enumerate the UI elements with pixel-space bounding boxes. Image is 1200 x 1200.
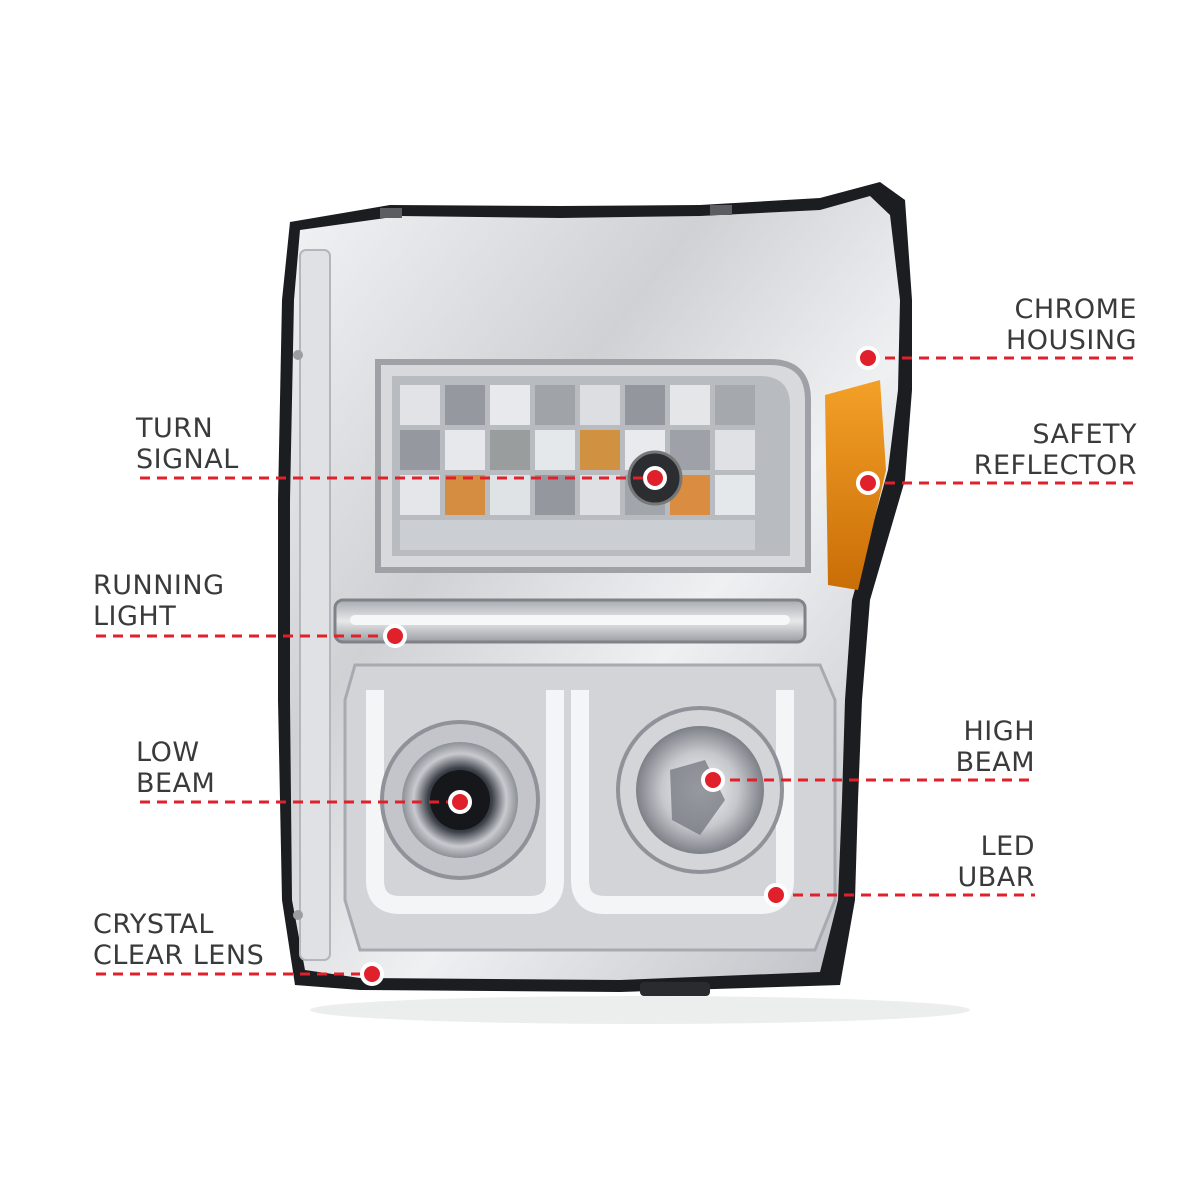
label-line: LED [980, 831, 1035, 862]
chrome-housing-label: CHROME HOUSING [930, 294, 1137, 356]
crystal-clear-lens-label: CRYSTAL CLEAR LENS [93, 909, 264, 971]
label-line: TURN [136, 413, 214, 444]
low-beam-label: LOW BEAM [136, 737, 215, 799]
chrome-housing-dot [856, 346, 880, 370]
label-line: RUNNING [93, 570, 225, 601]
turn-signal-label: TURN SIGNAL [136, 413, 239, 475]
low-beam-dot [448, 790, 472, 814]
label-line: CHROME [1014, 294, 1137, 325]
label-line: BEAM [955, 747, 1035, 778]
high-beam-label: HIGH BEAM [880, 716, 1035, 778]
safety-reflector-label: SAFETY REFLECTOR [930, 419, 1137, 481]
label-line: SAFETY [1032, 419, 1137, 450]
label-line: LIGHT [93, 601, 177, 632]
safety-reflector-dot [856, 471, 880, 495]
turn-signal-dot [643, 466, 667, 490]
led-ubar-label: LED UBAR [880, 831, 1035, 893]
running-light-dot [383, 624, 407, 648]
label-line: BEAM [136, 768, 216, 799]
high-beam-dot [701, 768, 725, 792]
label-line: HIGH [963, 716, 1035, 747]
label-line: LOW [136, 737, 200, 768]
led-ubar-left [366, 690, 564, 914]
safety-reflector-shape [825, 380, 886, 590]
label-line: HOUSING [1005, 325, 1137, 356]
crystal-clear-lens-dot [360, 962, 384, 986]
label-line: UBAR [957, 862, 1035, 893]
running-light-label: RUNNING LIGHT [93, 570, 225, 632]
label-line: CRYSTAL [93, 909, 214, 940]
label-line: REFLECTOR [973, 450, 1137, 481]
led-ubar-dot [764, 883, 788, 907]
floor-shadow [310, 996, 970, 1024]
label-line: SIGNAL [136, 444, 239, 475]
label-line: CLEAR LENS [93, 940, 265, 971]
